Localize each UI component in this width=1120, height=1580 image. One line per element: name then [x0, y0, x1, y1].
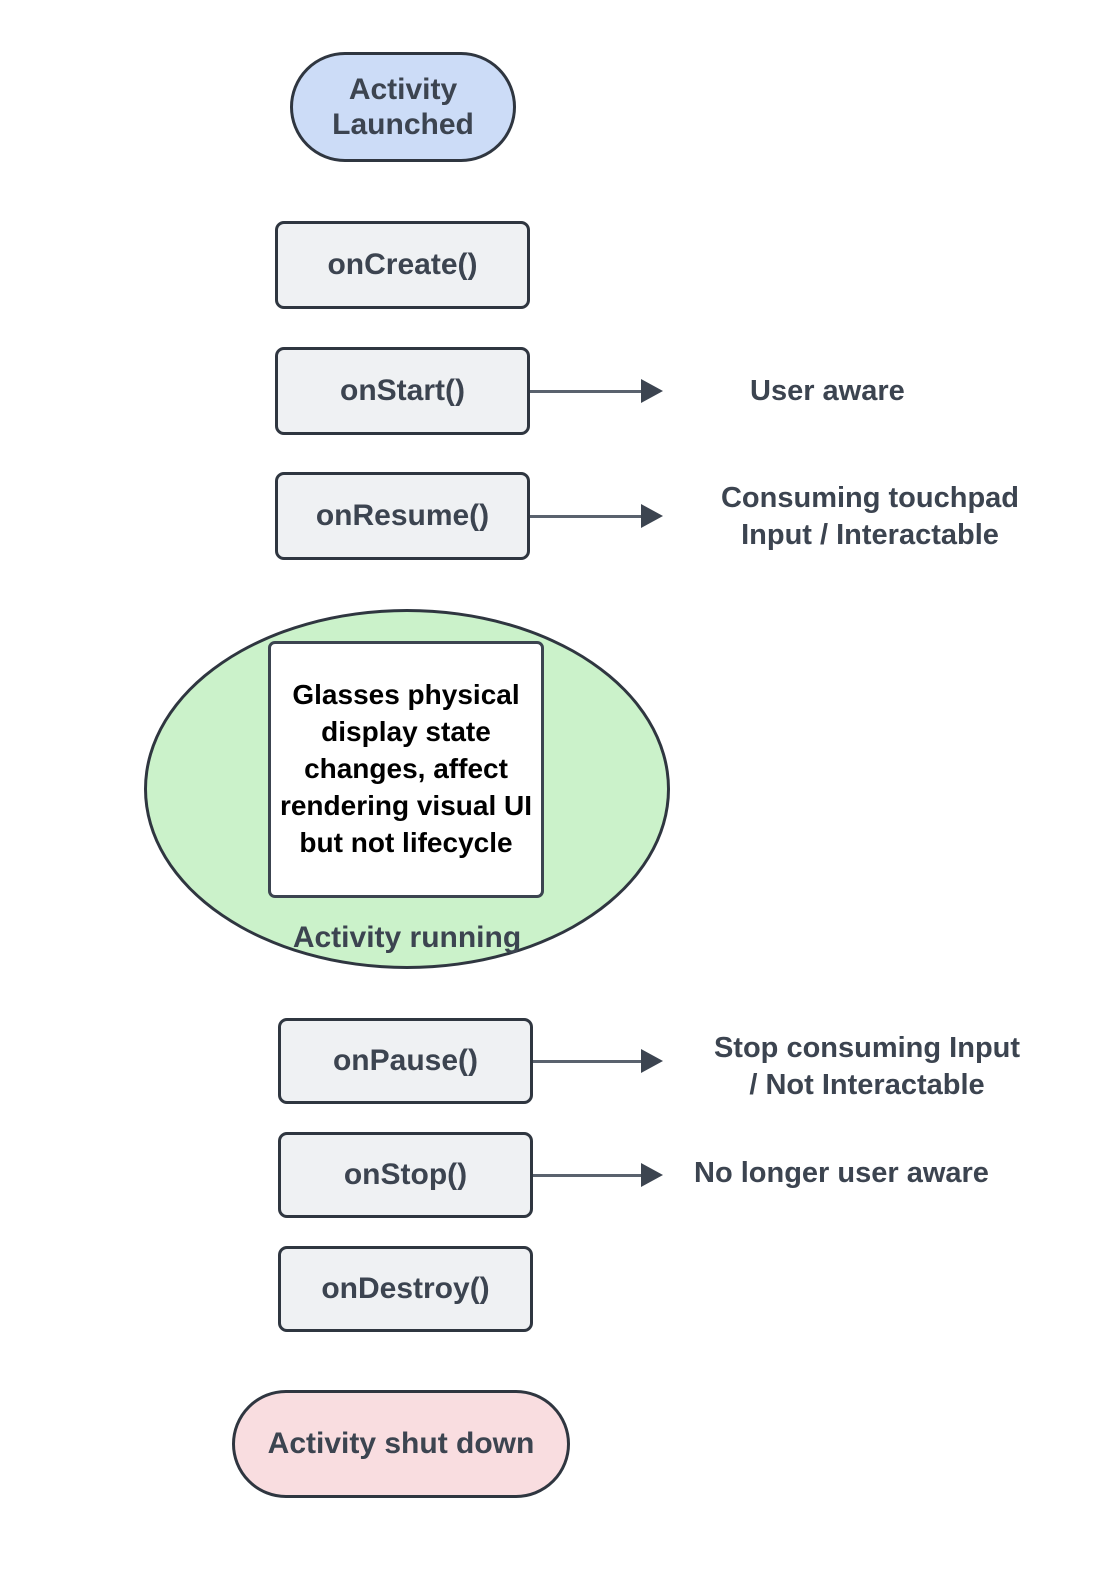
node-onpause-label: onPause()	[332, 1044, 479, 1078]
node-oncreate[interactable]: onCreate()	[275, 221, 530, 309]
annotation-no-longer-user-aware: No longer user aware	[694, 1157, 989, 1189]
node-glasses-display-note-text: Glasses physical display state changes, …	[279, 679, 533, 858]
arrow-line	[530, 389, 642, 393]
arrow-onstop-to-no-longer-user-aware	[533, 1163, 663, 1187]
arrow-line	[533, 1173, 642, 1177]
node-oncreate-label: onCreate()	[327, 248, 478, 282]
node-glasses-display-note[interactable]: Glasses physical display state changes, …	[268, 641, 544, 898]
node-activity-shut-down-label: Activity shut down	[267, 1427, 535, 1461]
arrow-onpause-to-stop-consuming	[533, 1049, 663, 1073]
arrow-onstart-to-user-aware	[530, 379, 663, 403]
annotation-consuming-touchpad-input: Consuming touchpad Input / Interactable	[720, 482, 1020, 552]
node-ondestroy[interactable]: onDestroy()	[278, 1246, 533, 1332]
node-onstop-label: onStop()	[343, 1158, 468, 1192]
arrow-head-icon	[641, 1163, 663, 1187]
annotation-stop-consuming-input: Stop consuming Input / Not Interactable	[713, 1032, 1021, 1102]
node-activity-shut-down[interactable]: Activity shut down	[232, 1390, 570, 1498]
arrow-line	[533, 1059, 642, 1063]
node-onstop[interactable]: onStop()	[278, 1132, 533, 1218]
node-ondestroy-label: onDestroy()	[321, 1272, 490, 1306]
arrow-line	[530, 514, 642, 518]
node-activity-running-label: Activity running	[292, 921, 522, 954]
node-onstart[interactable]: onStart()	[275, 347, 530, 435]
annotation-user-aware: User aware	[750, 375, 905, 407]
arrow-head-icon	[641, 504, 663, 528]
arrow-head-icon	[641, 379, 663, 403]
arrow-head-icon	[641, 1049, 663, 1073]
node-onpause[interactable]: onPause()	[278, 1018, 533, 1104]
node-onstart-label: onStart()	[340, 374, 465, 408]
node-onresume[interactable]: onResume()	[275, 472, 530, 560]
node-activity-launched[interactable]: Activity Launched	[290, 52, 516, 162]
node-onresume-label: onResume()	[315, 499, 490, 533]
arrow-onresume-to-consuming-input	[530, 504, 663, 528]
node-activity-launched-label: Activity Launched	[332, 72, 474, 141]
